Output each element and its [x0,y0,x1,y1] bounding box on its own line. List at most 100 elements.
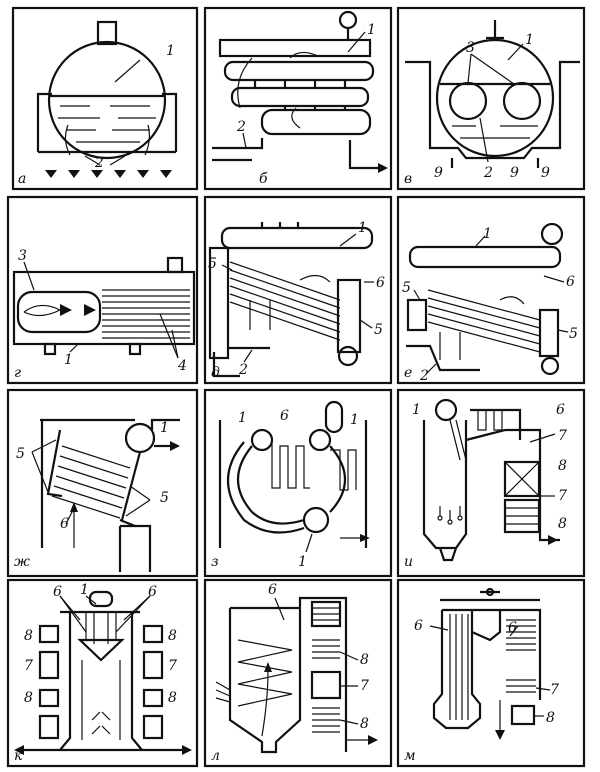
label-number: 6 [53,584,62,600]
support [43,342,57,356]
outlet-arrow [170,441,180,451]
label-number: 7 [168,658,177,674]
leader-line [347,31,366,53]
label-number: 3 [18,248,27,264]
label-number: 6 [566,274,575,290]
arrow-head [264,662,272,672]
panel-g: г 3 1 4 [6,195,199,385]
outlet-arrow [182,745,192,755]
steam-drum [540,222,564,246]
label-number: 1 [525,32,534,48]
panel-letter: е [404,365,412,381]
label-number: 5 [374,322,383,338]
bank [142,714,164,740]
label-number: 2 [419,368,429,384]
label-number: 1 [483,226,492,242]
left-circuit [237,445,305,525]
leader-line [339,233,357,247]
panel-frame [6,388,199,578]
panel-letter: ж [14,554,30,570]
panel-e: е 1 5 6 5 2 [396,195,586,385]
drum [435,38,555,158]
flue-tube-left [448,81,488,121]
boiler-shell [12,270,196,346]
panel-letter: з [211,554,219,570]
screen-tubes [449,419,467,461]
leader-line [31,451,49,493]
label-number: 6 [268,582,277,598]
upper-drum [408,245,562,269]
gas-arrow [499,296,525,305]
drum-middle [230,86,370,108]
label-number: 1 [412,402,421,418]
drum [47,40,167,160]
screen-tubes [449,614,469,720]
leader-line [115,595,151,633]
leader-line [535,687,551,691]
leader-line [125,499,151,517]
panel-letter: к [14,748,23,764]
steam-drum [124,422,156,454]
leader-line [509,625,519,637]
tube-bank [51,445,131,519]
panel-a: а 1 2 [11,6,199,191]
front-tubes [46,429,63,498]
drum-bottom [302,506,330,534]
panel-letter: м [404,748,416,764]
convective-shaft [465,428,560,542]
flue-top [150,418,180,430]
panel-frame [203,195,393,385]
panel-i: и 1 6 7 8 7 8 [396,388,586,578]
partition [471,610,502,642]
left-circuit-outer [226,441,305,534]
setting [405,60,580,160]
panel-b: б 1 2 [203,6,393,191]
outlet-arrow [378,163,388,173]
panel-letter: г [14,365,21,381]
outlet-arrow [14,745,24,755]
furnace-wall [212,138,264,150]
label-number: 6 [60,516,69,532]
leader-line [59,595,87,633]
panel-frame [203,6,393,191]
air-heater [510,704,536,726]
setting-left [36,92,52,152]
economizer-tubes [506,679,536,693]
rear-header [538,308,560,358]
panel-frame [203,578,393,768]
leader-line [557,329,569,333]
leader-line [479,117,489,163]
fire-tubes [102,289,190,339]
leader-line [85,595,97,605]
label-number: 8 [168,628,177,644]
flue-duct [120,524,152,572]
panel-frame [396,388,586,578]
label-number: 1 [64,352,73,368]
steam-drum [88,590,114,608]
label-number: 9 [434,165,443,181]
header [38,688,60,708]
furnace-right [130,612,143,751]
leader-line [339,651,359,661]
leader-line [242,132,247,149]
superheater-tubes [506,619,536,651]
flue-tube-right [502,81,542,121]
furnace-left [59,612,72,751]
right-circuit [329,445,347,513]
label-number: 7 [550,682,559,698]
gas-arrow [144,124,151,156]
upper-flue [218,38,372,58]
leader-line [69,343,79,353]
label-number: 8 [558,458,567,474]
air-heater [310,670,342,700]
leader-line [243,349,253,363]
burners [437,506,463,525]
bank [38,714,60,740]
label-number: 5 [16,446,25,462]
bank [142,650,164,680]
arrow-head [70,502,78,512]
label-number: 8 [24,628,33,644]
inclined-tubes [427,289,541,353]
drum-right [308,428,332,452]
label-number: 7 [24,658,33,674]
